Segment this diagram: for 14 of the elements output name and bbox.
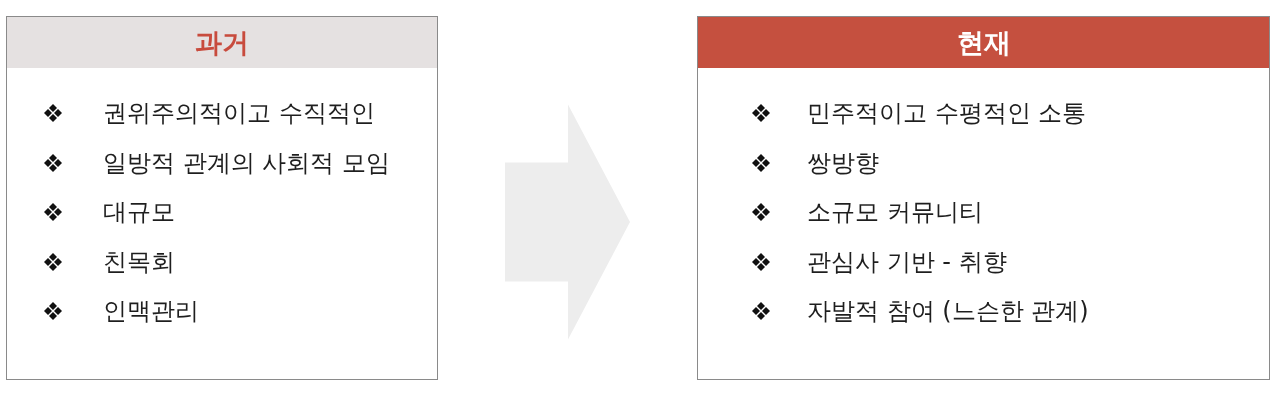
list-item: 쌍방향 — [807, 147, 879, 178]
list-item: 일방적 관계의 사회적 모임 — [103, 147, 390, 178]
list-item: 권위주의적이고 수직적인 — [103, 98, 375, 128]
list-item: 소규모 커뮤니티 — [807, 197, 983, 227]
list-item: 인맥관리 — [103, 296, 199, 326]
list-item: 관심사 기반 - 취향 — [807, 246, 1007, 277]
list-item: 민주적이고 수평적인 소통 — [807, 98, 1087, 128]
comparison-panel — [697, 16, 1270, 380]
list-item: 자발적 참여 (느슨한 관계) — [807, 296, 1089, 326]
comparison-panel — [6, 16, 438, 380]
panel-heading: 과거 — [7, 17, 437, 68]
panel-heading: 현재 — [698, 17, 1269, 68]
list-item: 대규모 — [103, 197, 175, 227]
list-item: 친목회 — [103, 246, 175, 277]
